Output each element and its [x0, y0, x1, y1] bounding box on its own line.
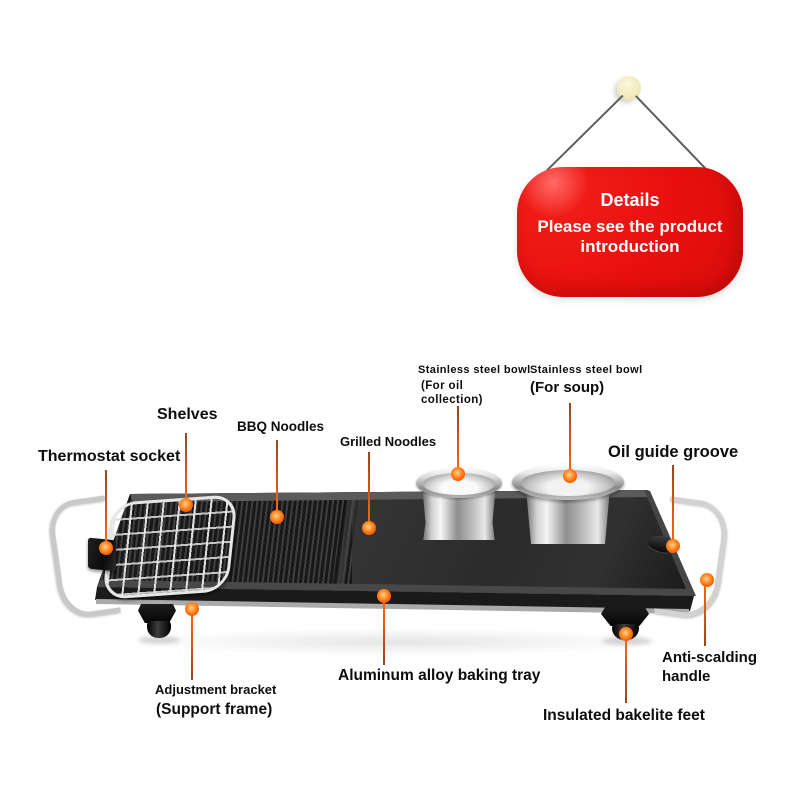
left-handle: [46, 495, 121, 621]
label-oil-bowl-title: Stainless steel bowl: [418, 364, 531, 376]
label-thermostat-socket: Thermostat socket: [38, 448, 181, 465]
callout-dot: [179, 498, 193, 512]
label-grilled-noodles: Grilled Noodles: [340, 434, 437, 449]
callout-line: [105, 470, 107, 542]
label-anti-scalding-handle: Anti-scalding handle: [662, 649, 758, 685]
callout-line: [457, 406, 459, 468]
callout-dot: [185, 602, 199, 616]
callout-line: [276, 440, 278, 512]
label-adjustment-bracket: Adjustment bracket: [155, 682, 277, 697]
string-right: [635, 95, 709, 172]
label-insulated-feet: Insulated bakelite feet: [543, 707, 705, 724]
right-foot: [601, 606, 649, 626]
callout-dot: [619, 627, 633, 641]
callout-dot: [451, 467, 465, 481]
soup-bowl-body: [525, 486, 611, 544]
callout-dot: [700, 573, 714, 587]
callout-line: [185, 433, 187, 503]
callout-line: [569, 403, 571, 470]
flat-plate-area: [352, 490, 694, 596]
callout-line: [383, 603, 385, 665]
label-soup-bowl-title: Stainless steel bowl: [530, 364, 643, 376]
tag-subtitle: Please see the product introduction: [537, 217, 723, 256]
string-left: [546, 95, 624, 172]
callout-line: [625, 641, 627, 703]
left-foot-shadow: [138, 636, 180, 644]
callout-dot: [270, 510, 284, 524]
callout-dot: [99, 541, 113, 555]
details-tag: Details Please see the product introduct…: [517, 167, 743, 297]
ground-shadow: [130, 628, 670, 656]
label-bbq-noodles: BBQ Noodles: [237, 419, 325, 434]
label-support-frame: (Support frame): [156, 701, 273, 718]
oil-bowl-body: [421, 482, 497, 540]
callout-dot: [377, 589, 391, 603]
label-soup-bowl-subtitle: (For soup): [530, 379, 605, 396]
callout-dot: [666, 539, 680, 553]
plate-divider: [329, 490, 361, 596]
callout-line: [704, 586, 706, 646]
callout-dot: [563, 469, 577, 483]
label-shelves: Shelves: [157, 406, 218, 423]
label-oil-guide-groove: Oil guide groove: [608, 443, 739, 461]
left-foot-knob: [147, 621, 171, 638]
label-oil-bowl-subtitle: (For oil collection): [421, 380, 483, 406]
callout-line: [191, 616, 193, 680]
left-foot: [138, 604, 176, 623]
callout-line: [368, 452, 370, 522]
right-handle: [654, 496, 731, 622]
tag-title: Details: [600, 190, 660, 210]
label-aluminum-tray: Aluminum alloy baking tray: [338, 667, 541, 684]
wire-rack-shelves: [102, 494, 238, 600]
callout-dot: [362, 521, 376, 535]
callout-line: [672, 465, 674, 540]
grill-ribs: [97, 490, 364, 596]
